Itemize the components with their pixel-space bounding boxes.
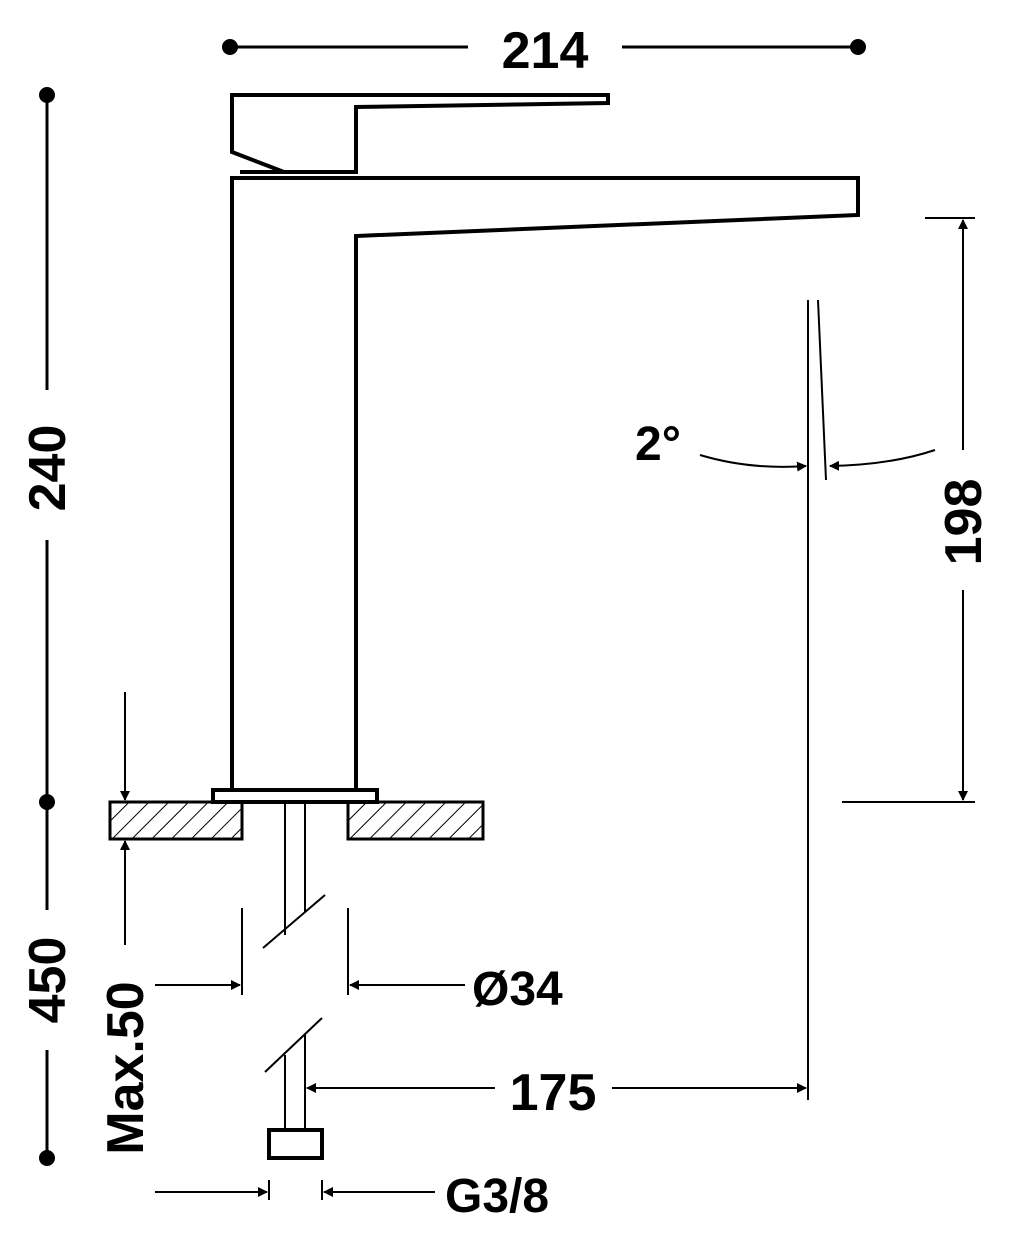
height-dimension: 240 [19,87,77,810]
countertop [108,800,485,841]
hole-diameter-label: Ø34 [472,963,563,1016]
faucet-base-plate [211,788,379,804]
spout-height-label: 198 [935,479,993,566]
width-dimension: 214 [222,22,866,80]
faucet-spout [230,176,860,792]
deck-thickness-label: Max.50 [97,981,155,1154]
connection-thread-dimension: G3/8 [155,1170,549,1223]
spout-reach-dimension: 175 [306,300,809,1122]
spout-reach-label: 175 [510,1064,597,1122]
deck-thickness-dimension: Max.50 [97,692,155,1155]
spout-angle-label: 2° [635,418,681,471]
flexible-length-dimension: 450 [19,802,77,1166]
spout-angle-dimension: 2° [635,299,936,481]
flexible-length-label: 450 [19,937,77,1024]
supply-pipe [262,802,326,1160]
faucet-body [211,93,860,804]
pipe-connector [267,1128,324,1160]
spout-height-dimension: 198 [842,217,993,803]
connection-thread-label: G3/8 [445,1170,549,1223]
faucet-handle [230,93,610,174]
width-dimension-label: 214 [502,22,589,80]
height-dimension-label: 240 [19,425,77,512]
hole-diameter-dimension: Ø34 [155,908,563,1016]
